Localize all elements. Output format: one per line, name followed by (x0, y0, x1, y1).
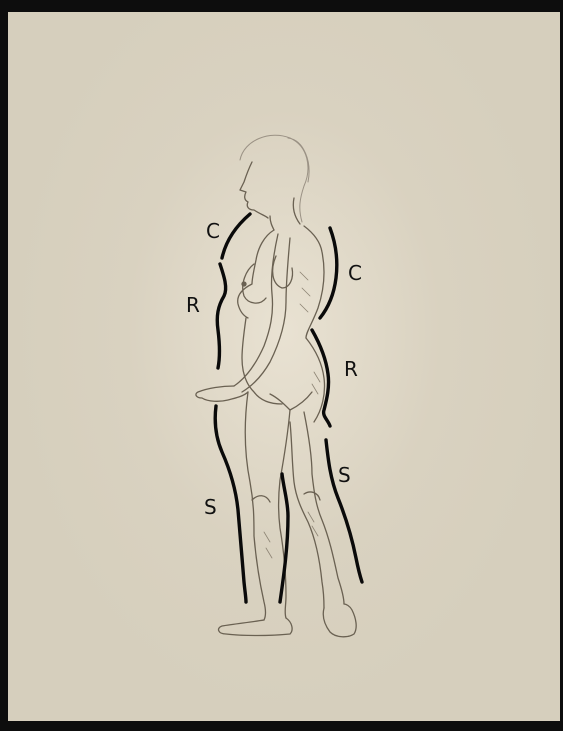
torso-front (238, 230, 274, 318)
label-back-r: R (344, 357, 358, 381)
back-s-curve (326, 440, 362, 582)
back-leg-front (290, 422, 324, 608)
back-contour (304, 226, 324, 338)
figure-sketch-diagram: C R S C R S (8, 12, 560, 721)
label-back-c: C (348, 261, 362, 285)
breast-far (273, 256, 293, 288)
label-front-r: R (186, 293, 200, 317)
abdomen (242, 318, 282, 404)
front-foot (219, 618, 293, 636)
back-knee (304, 492, 320, 500)
front-knee (252, 496, 270, 502)
label-front-c: C (206, 219, 220, 243)
label-front-s: S (204, 495, 217, 519)
neck (270, 198, 300, 230)
hand (196, 386, 248, 401)
face-profile (240, 162, 268, 218)
back-c-curve (320, 228, 337, 318)
front-c-curve (222, 214, 250, 258)
groin (270, 392, 312, 410)
back-r-curve (312, 330, 330, 426)
back-leg (304, 412, 344, 604)
front-leg (245, 392, 265, 620)
nipple (242, 282, 246, 286)
back-foot (323, 604, 356, 637)
figure-drawing (196, 135, 356, 637)
front-r-curve (217, 264, 225, 368)
front-s-curve (215, 406, 246, 602)
label-back-s: S (338, 463, 351, 487)
